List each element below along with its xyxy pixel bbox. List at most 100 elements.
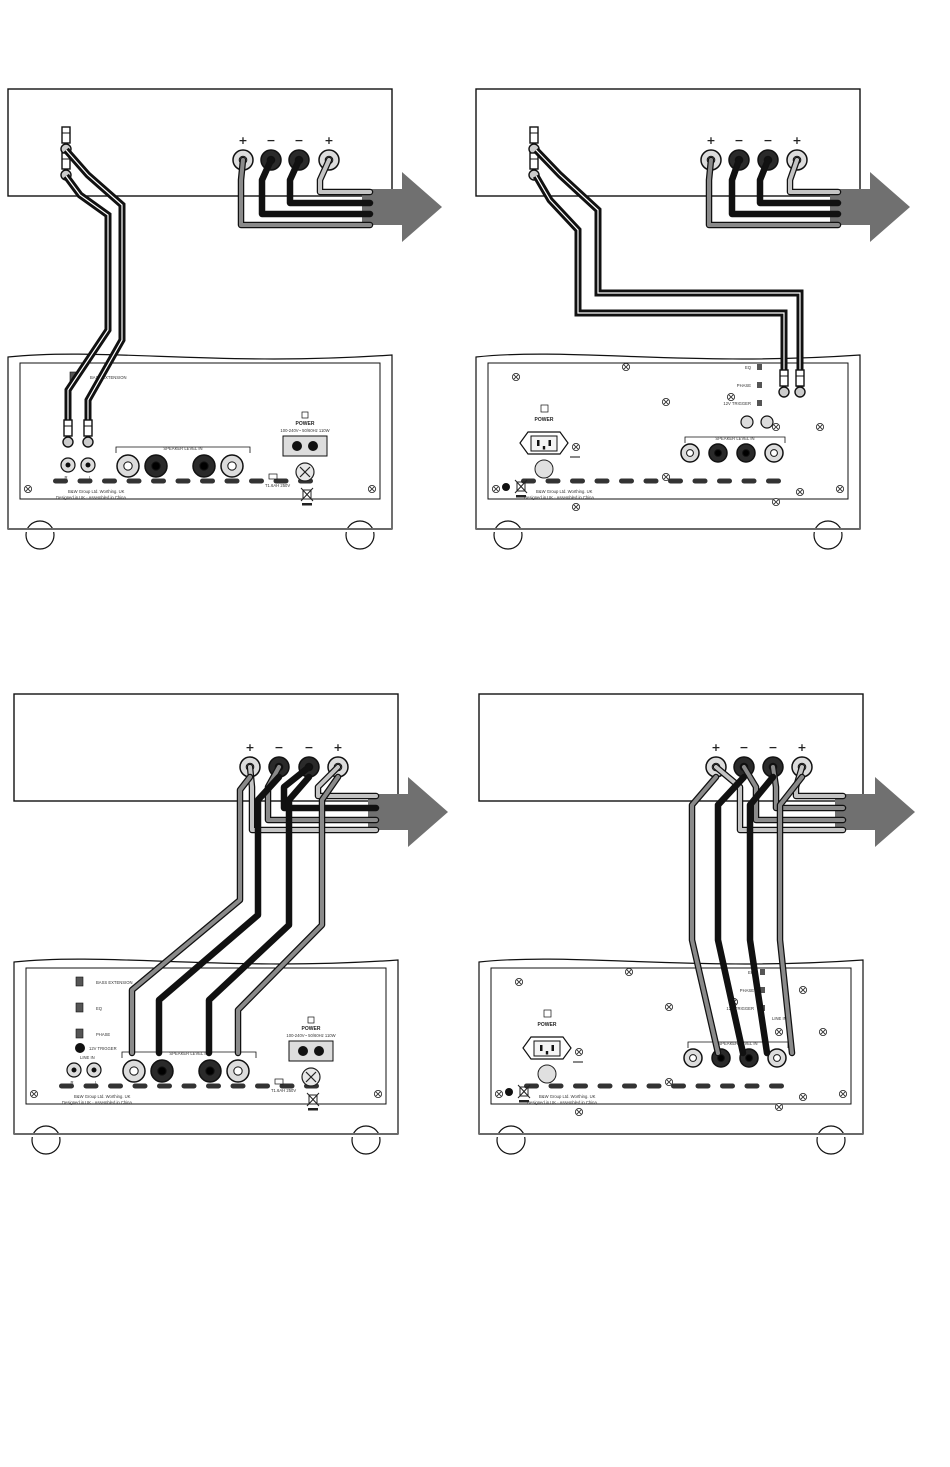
power-inlet-icon bbox=[282, 435, 328, 457]
polarity-label: − bbox=[266, 134, 275, 147]
fuse-icon bbox=[274, 1078, 284, 1085]
screw-icon bbox=[514, 977, 524, 987]
fuse-icon bbox=[268, 473, 278, 480]
power-icon bbox=[301, 411, 309, 419]
speaker-terminal-icon bbox=[122, 1059, 146, 1083]
rca-cable bbox=[533, 147, 804, 380]
foot-icon bbox=[816, 1125, 846, 1155]
trigger-jack-icon bbox=[75, 1043, 85, 1053]
origin-label: Designed in UK · Assembled in China bbox=[524, 495, 594, 500]
rca-plug-icon bbox=[778, 369, 790, 398]
speaker-cable bbox=[316, 156, 374, 196]
fuse-holder-icon bbox=[301, 1067, 321, 1087]
foot-icon bbox=[31, 1125, 61, 1155]
screw-icon bbox=[795, 487, 805, 497]
speaker-terminal-icon bbox=[226, 1059, 250, 1083]
company-label: B&W Group Ltd. Worthing. UK bbox=[539, 1094, 596, 1099]
switch-icon bbox=[75, 1002, 84, 1013]
arrow-icon bbox=[368, 777, 448, 847]
vent-slots bbox=[521, 478, 781, 484]
switch-icon bbox=[757, 400, 762, 406]
speaker-cable bbox=[155, 773, 283, 1057]
company-label: B&W Group Ltd. Worthing. UK bbox=[74, 1094, 131, 1099]
arrow-icon bbox=[830, 172, 910, 242]
fuse-holder-icon bbox=[534, 459, 554, 479]
weee-bin-icon bbox=[517, 1084, 531, 1103]
amplifier-3: +−−+ bbox=[13, 693, 448, 847]
arrow-icon bbox=[362, 172, 442, 242]
iec-socket-icon bbox=[522, 1036, 572, 1060]
trigger-label: 12V TRIGGER bbox=[723, 401, 751, 406]
polarity-label: + bbox=[245, 741, 254, 754]
polarity-label: − bbox=[763, 134, 772, 147]
polarity-label: + bbox=[333, 741, 342, 754]
rca-label: L bbox=[89, 475, 92, 480]
speaker-terminal-icon bbox=[144, 454, 168, 478]
weee-bin-icon bbox=[306, 1092, 320, 1111]
polarity-label: − bbox=[768, 741, 777, 754]
speaker-cable bbox=[688, 773, 722, 1057]
speaker-terminal-icon bbox=[198, 1059, 222, 1083]
fuse-label: T1.6AH 250V bbox=[265, 483, 290, 488]
rca-cable bbox=[63, 173, 112, 430]
bass-extension-label: BASS EXTENSION bbox=[90, 375, 127, 380]
speaker-terminal-icon bbox=[708, 443, 728, 463]
speaker-terminal-icon bbox=[764, 443, 784, 463]
amplifier-2: +−−+ bbox=[475, 88, 910, 242]
polarity-label: + bbox=[711, 741, 720, 754]
polarity-label: + bbox=[706, 134, 715, 147]
screw-icon bbox=[491, 484, 501, 494]
speaker-cable bbox=[786, 156, 842, 196]
speaker-terminal-icon bbox=[767, 1048, 787, 1068]
polarity-label: + bbox=[792, 134, 801, 147]
eq-label: EQ bbox=[748, 970, 755, 975]
screw-icon bbox=[771, 422, 781, 432]
eq-label: EQ bbox=[745, 365, 752, 370]
screw-icon bbox=[726, 392, 736, 402]
screw-icon bbox=[661, 472, 671, 482]
rca-label: L bbox=[95, 1080, 98, 1085]
ground-icon bbox=[505, 1088, 513, 1096]
power-inlet-icon bbox=[288, 1040, 334, 1062]
speaker-terminal-icon bbox=[192, 454, 216, 478]
speaker-cable bbox=[128, 773, 254, 1057]
power-icon bbox=[543, 1009, 552, 1018]
polarity-label: + bbox=[324, 134, 333, 147]
power-icon bbox=[307, 1016, 315, 1024]
speaker-cable bbox=[205, 773, 313, 1057]
switch-icon bbox=[757, 382, 762, 388]
rca-cable bbox=[63, 147, 126, 430]
speaker-level-in-label: SPEAKER LEVEL IN bbox=[163, 446, 202, 451]
speaker-cable bbox=[286, 156, 374, 207]
speaker-terminal-icon bbox=[711, 1048, 731, 1068]
speaker-cable bbox=[714, 773, 748, 1057]
screw-icon bbox=[621, 362, 631, 372]
screw-icon bbox=[774, 1027, 784, 1037]
trigger-label: 12V TRIGGER bbox=[726, 1006, 754, 1011]
arrow-icon bbox=[835, 777, 915, 847]
screw-icon bbox=[29, 1089, 39, 1099]
line-in-label: LINE IN bbox=[80, 1055, 95, 1060]
rca-plug-icon bbox=[62, 419, 74, 448]
speaker-terminal-icon bbox=[680, 443, 700, 463]
speaker-terminal-icon bbox=[683, 1048, 703, 1068]
vent-slots bbox=[59, 1083, 319, 1089]
polarity-label: − bbox=[304, 741, 313, 754]
foot-icon bbox=[496, 1125, 526, 1155]
screw-icon bbox=[838, 1089, 848, 1099]
speaker-cable bbox=[234, 773, 342, 1057]
screw-icon bbox=[661, 397, 671, 407]
speaker-cable bbox=[740, 763, 847, 824]
foot-icon bbox=[25, 520, 55, 550]
screw-icon bbox=[23, 484, 33, 494]
foot-icon bbox=[813, 520, 843, 550]
screw-icon bbox=[664, 1002, 674, 1012]
speaker-cable bbox=[776, 773, 806, 1057]
amplifier-box bbox=[7, 88, 393, 197]
weee-bin-icon bbox=[300, 487, 314, 506]
origin-label: Designed in UK · Assembled in China bbox=[527, 1100, 597, 1105]
screw-icon bbox=[798, 985, 808, 995]
